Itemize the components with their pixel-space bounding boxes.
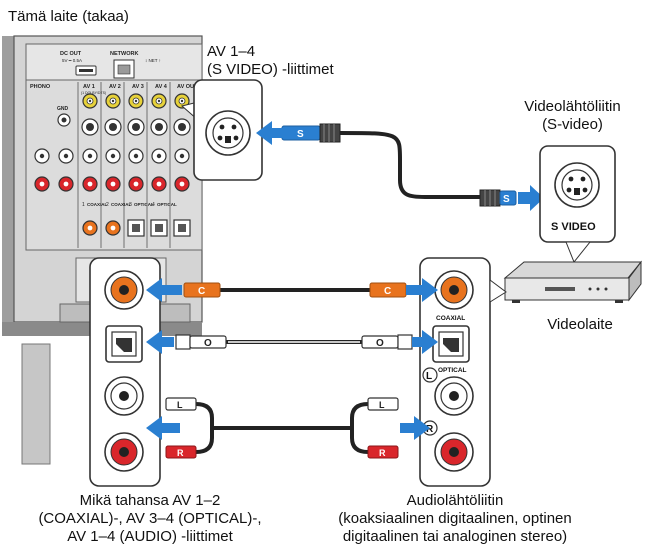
- optical-plug-right: [361, 334, 413, 350]
- av-svideo-label-line1: AV 1–4: [207, 43, 256, 60]
- stereo-plug-tag-right-l: L: [379, 400, 385, 410]
- svideo-arrow-in: [256, 121, 284, 145]
- stereo-plug-left-r: [165, 445, 197, 459]
- output-coaxial-label: COAXIAL: [436, 315, 465, 322]
- network-link-label: ↕ NET ↑: [145, 58, 161, 63]
- svideo-arrow-out: [518, 185, 544, 211]
- stereo-plug-tag-left-l: L: [177, 400, 183, 410]
- panel-num-3: 3: [129, 202, 132, 208]
- av2-label: AV 2: [109, 84, 121, 90]
- output-optical-label: OPTICAL: [438, 367, 467, 374]
- stereo-plug-right-r: [367, 445, 399, 459]
- output-right-marker-label: R: [426, 424, 434, 435]
- phono-label: PHONO: [30, 84, 51, 90]
- svideo-plug-tag-device: S: [503, 194, 510, 205]
- input-jacks-label-line1: Mikä tahansa AV 1–2: [79, 492, 221, 509]
- panel-optical-label-4: OPTICAL: [157, 202, 177, 207]
- gnd-label: GND: [57, 106, 69, 112]
- stereo-plug-tag-left-r: R: [177, 448, 184, 458]
- audio-out-label-line1: Audiolähtöliitin: [406, 492, 504, 509]
- av1-sub-label: (1 DOLBY/DTS): [81, 91, 106, 95]
- av4-label: AV 4: [155, 84, 168, 90]
- stereo-plug-tag-right-r: R: [379, 448, 386, 458]
- stereo-plug-right-l: [367, 397, 399, 411]
- stereo-plug-left-l: [165, 397, 197, 411]
- video-out-label-line2: (S-video): [542, 116, 603, 133]
- signal-arrows: [146, 278, 438, 440]
- panel-optical-label-3: OPTICAL: [134, 202, 154, 207]
- output-left-marker-label: L: [426, 371, 432, 382]
- coaxial-plug-left: [183, 282, 221, 298]
- optical-plug-left: [175, 334, 227, 350]
- dc-out-label: DC OUT: [60, 51, 82, 57]
- panel-coaxial-label-2: COAXIAL: [111, 202, 132, 207]
- input-jacks-label-line2: (COAXIAL)-, AV 3–4 (OPTICAL)-,: [38, 510, 262, 527]
- coaxial-plug-tag-right: C: [384, 286, 391, 297]
- stereo-cable: [195, 402, 369, 454]
- svideo-plug-device: [479, 189, 517, 207]
- panel-num-1: 1: [82, 202, 85, 208]
- input-jacks-callout: [89, 257, 161, 487]
- network-label: NETWORK: [110, 51, 138, 57]
- svideo-input-callout: [193, 79, 263, 181]
- optical-plug-tag-right: O: [376, 338, 384, 349]
- video-device-label: Videolaite: [547, 316, 613, 333]
- device-back-label: Tämä laite (takaa): [8, 8, 129, 25]
- svideo-cable: [339, 131, 480, 199]
- panel-num-2: 2: [106, 202, 109, 208]
- output-left-marker: [422, 367, 438, 383]
- dc-out-rating: 5V ━ 0.5A: [62, 58, 82, 63]
- av-svideo-label-line2: (S VIDEO) -liittimet: [207, 61, 334, 78]
- panel-coaxial-label-1: COAXIAL: [87, 202, 108, 207]
- audio-out-label-line3: digitaalinen tai analoginen stereo): [342, 528, 568, 545]
- audio-out-label-line2: (koaksiaalinen digitaalinen, optinen: [338, 510, 572, 527]
- svideo-plug-tag-receiver: S: [297, 129, 304, 140]
- input-jacks-label-line3: AV 1–4 (AUDIO) -liittimet: [67, 528, 233, 545]
- panel-num-4: 4: [152, 202, 155, 208]
- svideo-output-label: S VIDEO: [551, 221, 596, 233]
- av-out-label: AV OU: [177, 84, 194, 90]
- svideo-output-callout: [539, 145, 616, 243]
- video-out-label-line1: Videolähtöliitin: [524, 98, 621, 115]
- svideo-plug-receiver: [281, 123, 341, 143]
- av3-label: AV 3: [132, 84, 144, 90]
- video-device: [503, 260, 643, 303]
- optical-plug-tag-left: O: [204, 338, 212, 349]
- av1-label: AV 1: [83, 84, 95, 90]
- coaxial-plug-tag-left: C: [198, 286, 205, 297]
